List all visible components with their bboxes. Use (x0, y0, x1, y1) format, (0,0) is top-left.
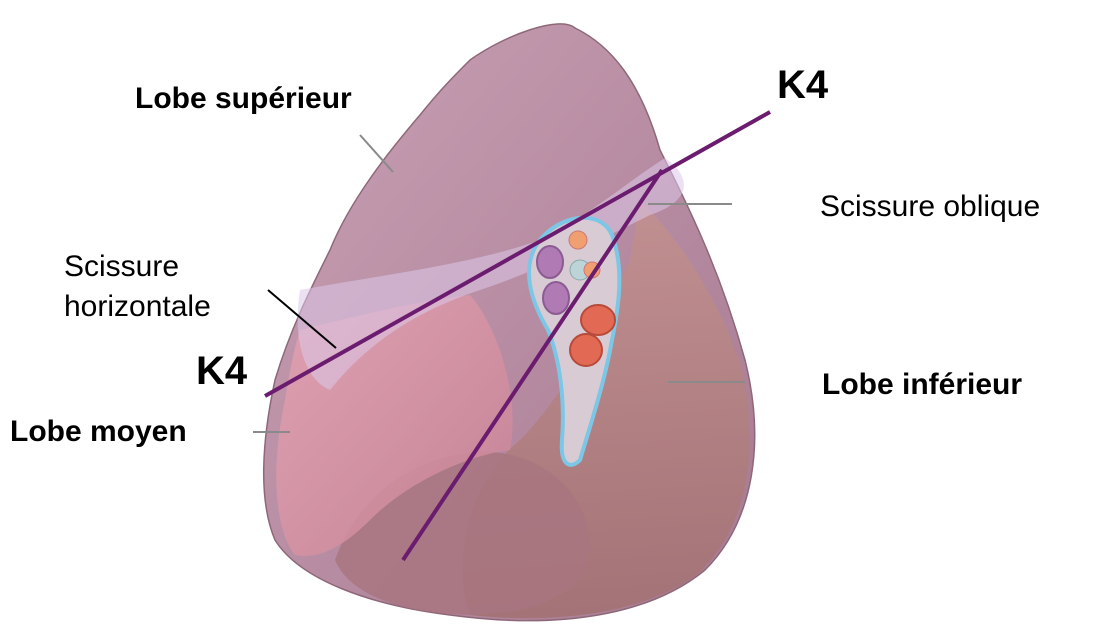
label-lobe-inferieur: Lobe inférieur (822, 368, 1022, 403)
label-lobe-moyen: Lobe moyen (10, 415, 187, 450)
pulmonary-artery-2 (570, 334, 602, 366)
pulmonary-vein-1 (537, 246, 563, 278)
label-k4-left: K4 (196, 348, 247, 394)
bronchus-1 (569, 231, 587, 249)
label-scissure-oblique: Scissure oblique (820, 190, 1040, 225)
label-lobe-superieur: Lobe supérieur (135, 82, 352, 117)
label-scissure-horizontale-2: horizontale (64, 290, 211, 325)
pulmonary-vein-2 (543, 282, 569, 314)
pulmonary-artery-1 (581, 305, 615, 335)
label-k4-top: K4 (777, 62, 828, 108)
label-scissure-horizontale-1: Scissure (64, 250, 179, 285)
